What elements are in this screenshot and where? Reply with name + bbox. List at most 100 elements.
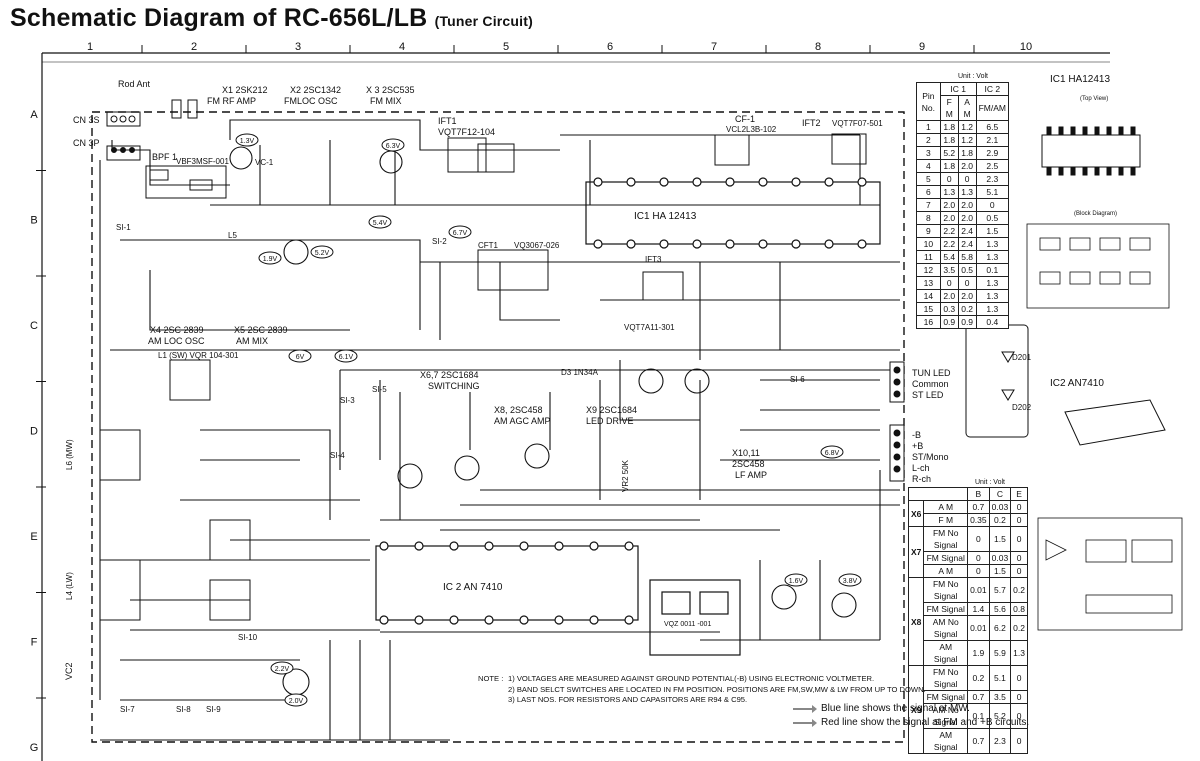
table-cell: 1.3 (975, 302, 1010, 316)
table-cell: FM No Signal (923, 665, 969, 691)
table-cell: 1.5 (975, 224, 1010, 238)
voltage-bubble (820, 445, 844, 459)
table-cell: 0 (1010, 665, 1028, 691)
title-main: Schematic Diagram of RC-656L/LB (10, 4, 428, 32)
switch-label: SI-4 (330, 451, 345, 460)
label-x8-a: X8, 2SC458 (494, 405, 543, 415)
label-bpf: BPF 1 (152, 152, 177, 162)
table-cell: 1.3 (975, 250, 1010, 264)
table-cell: 2.0 (957, 198, 977, 212)
output-terminals (889, 361, 905, 482)
label-ic1-side: IC1 HA12413 (1050, 74, 1110, 85)
label-cn3p: CN 3P (73, 138, 100, 148)
row-label: F (31, 637, 38, 649)
ic1-block (585, 177, 881, 249)
notes-block: NOTE :1) VOLTAGES ARE MEASURED AGAINST G… (478, 674, 926, 706)
table1-header-ic2: IC 2 (975, 82, 1010, 96)
label-bpf-part: VBF3MSF-001 (176, 157, 229, 166)
ic-pin (593, 239, 603, 249)
switch-label: SI-3 (340, 396, 355, 405)
ic-pin (1058, 126, 1064, 136)
table-cell: 0.2 (1010, 577, 1028, 603)
transistor-group: X8 (907, 577, 925, 666)
label-cf1: CF-1 (735, 114, 755, 124)
ic-pin (554, 541, 564, 551)
note-1: 1) VOLTAGES ARE MEASURED AGAINST GROUND … (508, 674, 875, 683)
table-cell: 0.7 (967, 500, 990, 514)
table-cell: 15 (916, 302, 941, 316)
label-ift2-part: VQT7F07-501 (832, 119, 883, 128)
table-cell: 0.2 (957, 302, 977, 316)
table-cell: 2.4 (957, 224, 977, 238)
table-cell: 2.0 (957, 289, 977, 303)
label-cft1: CFT1 (478, 241, 499, 250)
row-label: B (30, 215, 37, 227)
table-cell: 9 (916, 224, 941, 238)
table-cell: FM No Signal (923, 526, 969, 552)
label-x1011-b: 2SC458 (732, 459, 765, 469)
table-cell: 5.6 (988, 602, 1012, 616)
ic-pin (692, 239, 702, 249)
table1-sub-am: A M (957, 95, 977, 121)
switch-label: SI-7 (120, 705, 135, 714)
table-cell: AM Signal (923, 728, 969, 754)
ic-pin (857, 239, 867, 249)
table-cell: 2.0 (957, 211, 977, 225)
voltage-value: 1.3V (240, 138, 255, 145)
table-cell: 2.0 (939, 289, 959, 303)
ic-pin (626, 177, 636, 187)
table-cell: 0 (1010, 526, 1028, 552)
table-cell: FM No Signal (923, 577, 969, 603)
ic-pin (626, 239, 636, 249)
table-cell: 0 (1010, 728, 1028, 754)
ic-pin (449, 615, 459, 625)
table-cell: AM No Signal (923, 615, 969, 641)
table-cell: 5.9 (988, 640, 1012, 666)
column-label: 5 (503, 41, 509, 53)
table-cell: 16 (916, 315, 941, 329)
table-cell: 1.8 (939, 159, 959, 173)
ic-pin (593, 177, 603, 187)
label-ift1: IFT1 (438, 116, 457, 126)
ic-pin (1082, 126, 1088, 136)
voltage-bubble (310, 245, 334, 259)
table1-sub-fmam: FM/AM (975, 95, 1010, 121)
ic-pin (624, 541, 634, 551)
column-label: 9 (919, 41, 925, 53)
voltage-value: 6.3V (386, 143, 401, 150)
table1-sub-fm: F M (939, 95, 959, 121)
ic-pin (1046, 166, 1052, 176)
ic-pin (824, 177, 834, 187)
table-cell: 0 (957, 172, 977, 186)
table-cell: 0.2 (988, 513, 1012, 527)
table-cell: 0.01 (967, 615, 990, 641)
table-cell: 0.4 (975, 315, 1010, 329)
column-label: 10 (1020, 41, 1032, 53)
label-ic2-side: IC2 AN7410 (1050, 378, 1104, 389)
label-rch: R-ch (912, 474, 931, 484)
column-label: 2 (191, 41, 197, 53)
ic-pin (1094, 126, 1100, 136)
label-ic1-view: (Top View) (1080, 96, 1108, 102)
ic-pin (1118, 126, 1124, 136)
ic-pin (414, 615, 424, 625)
ic-pin (725, 239, 735, 249)
ic2-package-icon (1064, 399, 1166, 446)
table2-header-c: C (988, 487, 1012, 501)
table-cell: 1.8 (939, 133, 959, 147)
table-cell: 5.7 (988, 577, 1012, 603)
ic-pin (1118, 166, 1124, 176)
table-cell: 0.2 (1010, 615, 1028, 641)
label-rod-ant: Rod Ant (118, 79, 151, 89)
table-cell: 5 (916, 172, 941, 186)
table-cell: 1.3 (1010, 640, 1028, 666)
label-l5: L5 (228, 231, 237, 240)
